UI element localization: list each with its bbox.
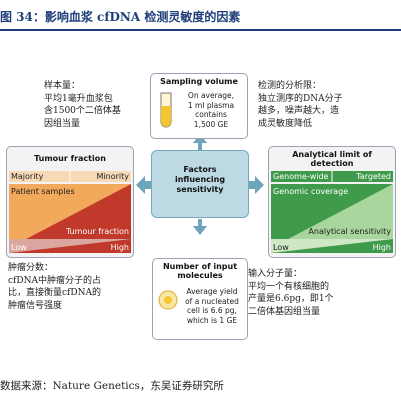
note-line: 平均1毫升血浆包: [44, 93, 113, 104]
note-line: 产量是6.6pg，即1个: [248, 294, 334, 304]
targeted-label: Targeted: [356, 172, 391, 181]
analytical-sensitivity-label: Analytical sensitivity: [308, 227, 391, 236]
tumour-fraction-heading: Tumour fraction: [34, 154, 106, 163]
figure-title: 图 34：影响血浆 cfDNA 检测灵敏度的因素: [0, 10, 241, 24]
low-label: Low: [273, 243, 289, 252]
tumour-wedge: [9, 184, 131, 248]
detection-limit-heading: Analytical limit of detection: [269, 150, 395, 168]
sampling-volume-heading: Sampling volume: [160, 77, 238, 86]
detection-limit-panel: Analytical limit of detection Genome-wid…: [268, 146, 396, 258]
sampling-line: On average,: [187, 91, 235, 100]
genome-wide-label: Genome-wide: [273, 172, 329, 181]
sampling-line: contains: [195, 110, 227, 119]
heading-line: Number of input: [162, 262, 238, 271]
low-high-wedge: [9, 239, 131, 253]
sampling-volume-text: On average, 1 ml plasma contains 1,500 G…: [179, 91, 243, 129]
test-tube-icon: [160, 92, 172, 128]
note-line: 肿瘤分数：: [8, 263, 54, 273]
note-line: 成灵敏度降低: [258, 118, 313, 129]
genomic-coverage-label: Genomic coverage: [273, 187, 349, 196]
note-line: 二倍体基因组当量: [248, 306, 321, 317]
arrow-right: [248, 176, 264, 194]
input-molecules-panel: Number of input molecules Average yield …: [152, 258, 248, 340]
note-line: 样本量：: [44, 81, 81, 91]
sampling-line: 1 ml plasma: [187, 100, 235, 110]
note-line: 平均一个有核细胞的: [248, 281, 330, 292]
input-line: Average yield: [186, 287, 238, 296]
source-note: 数据来源：Nature Genetics，东吴证券研究所: [0, 380, 224, 392]
title-rule: [0, 29, 401, 31]
majority-label: Majority: [11, 172, 44, 181]
minority-label: Minority: [96, 172, 129, 181]
arrow-up: [193, 134, 207, 150]
patient-samples-label: Patient samples: [11, 187, 75, 196]
high-label: High: [110, 243, 129, 252]
note-line: 肿瘤信号强度: [8, 300, 63, 311]
tumour-fraction-panel: Tumour fraction Majority Minority Patien…: [6, 146, 134, 258]
coverage-wedge: [271, 184, 393, 248]
note-sample-volume: 样本量： 平均1毫升血浆包 含1500个二倍体基 因组当量: [44, 80, 121, 130]
arrow-down: [193, 219, 207, 235]
sampling-line: 1,500 GE: [193, 119, 229, 129]
note-line: 独立测序的DNA分子: [258, 93, 343, 104]
arrow-left: [136, 176, 152, 194]
heading-line: Analytical limit of: [292, 150, 372, 159]
note-line: 越多，噪声越大，造: [258, 106, 340, 116]
high-label: High: [372, 243, 391, 252]
note-line: 因组当量: [44, 118, 81, 129]
low-label: Low: [11, 243, 27, 252]
note-line: 含1500个二倍体基: [44, 106, 121, 116]
center-line: Factors: [183, 165, 217, 174]
note-line: 检测的分析限：: [258, 81, 322, 91]
note-line: cfDNA中肿瘤分子的占: [8, 275, 101, 286]
cell-icon: [158, 290, 178, 310]
note-tumour-fraction: 肿瘤分数： cfDNA中肿瘤分子的占 比，直接衡量cfDNA的 肿瘤信号强度: [8, 262, 101, 312]
input-molecules-heading: Number of input molecules: [153, 262, 247, 280]
input-molecules-text: Average yield of a nucleated cell is 6.6…: [179, 287, 245, 325]
input-line: which is 1 GE: [186, 315, 238, 325]
factors-center-box: Factors influencing sensitivity: [151, 150, 249, 218]
center-line: influencing: [174, 175, 226, 184]
input-line: of a nucleated: [185, 296, 239, 306]
note-detection-limit: 检测的分析限： 独立测序的DNA分子 越多，噪声越大，造 成灵敏度降低: [258, 80, 343, 130]
note-line: 输入分子量：: [248, 269, 303, 279]
heading-line: molecules: [177, 271, 223, 280]
note-line: 比，直接衡量cfDNA的: [8, 288, 101, 298]
tumour-fraction-wedge-label: Tumour fraction: [65, 227, 129, 236]
input-line: cell is 6.6 pg,: [187, 306, 237, 315]
heading-line: detection: [310, 159, 354, 168]
low-high-wedge: [271, 239, 393, 253]
detection-graphic: [271, 171, 393, 253]
sampling-volume-panel: Sampling volume On average, 1 ml plasma …: [150, 73, 248, 139]
note-input-molecules: 输入分子量： 平均一个有核细胞的 产量是6.6pg，即1个 二倍体基因组当量: [248, 268, 334, 318]
center-line: sensitivity: [176, 185, 224, 194]
tumour-fraction-graphic: [9, 171, 131, 253]
